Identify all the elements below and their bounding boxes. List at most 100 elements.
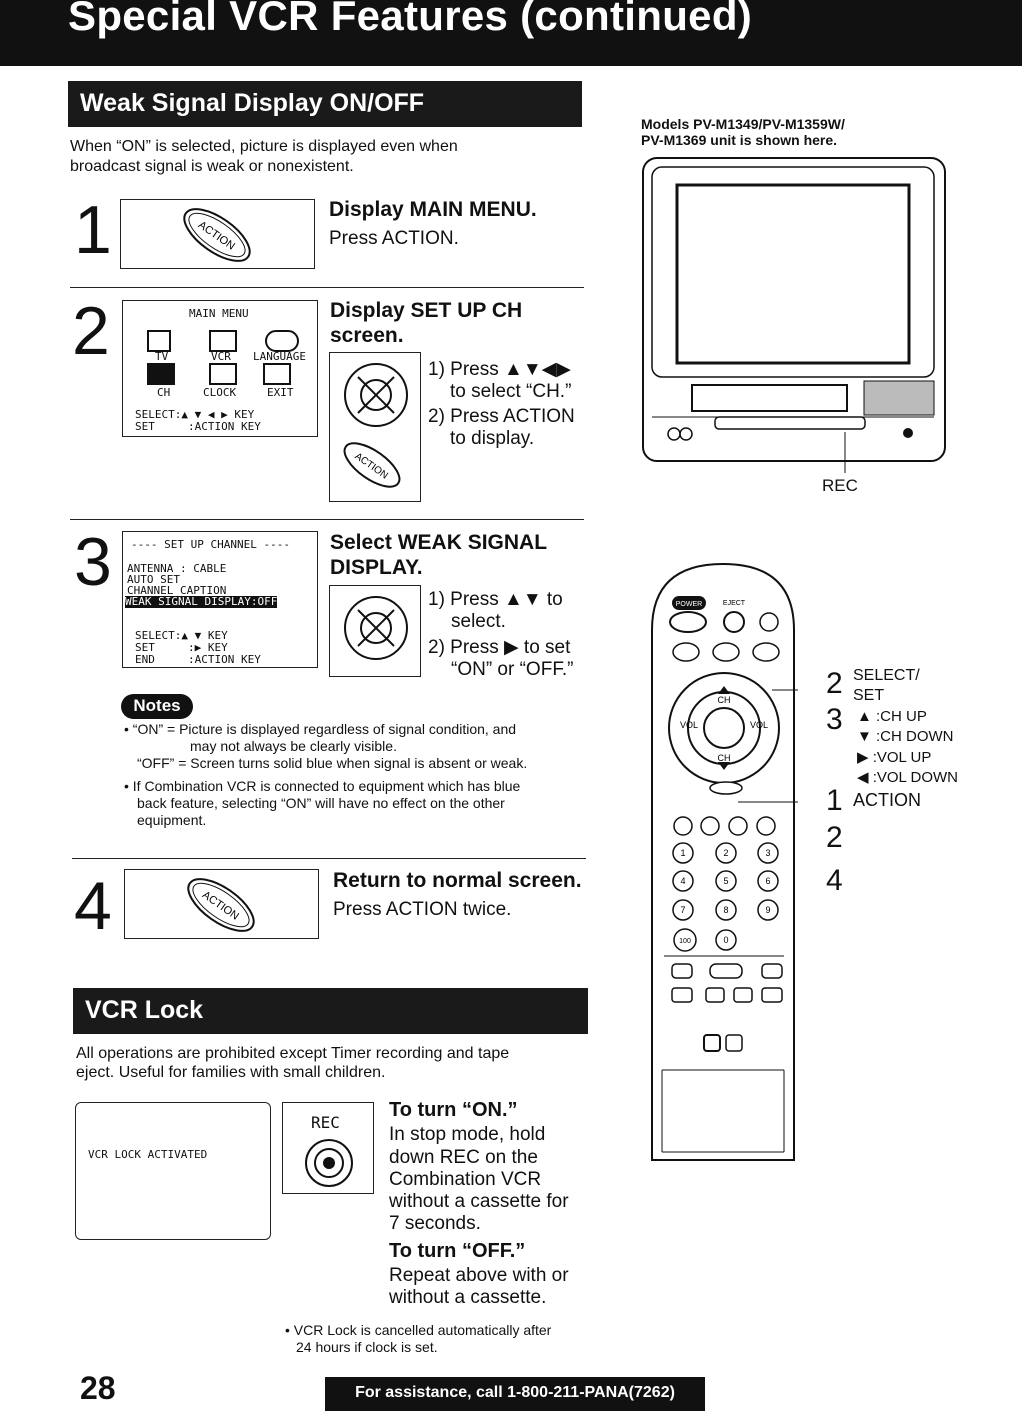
- section-heading-weak-signal: Weak Signal Display ON/OFF: [68, 81, 582, 127]
- callout-number: 3: [826, 703, 843, 736]
- digit-label: 0: [723, 935, 728, 945]
- setup-channel-osd: ---- SET UP CHANNEL ---- ANTENNA : CABLE…: [122, 531, 318, 668]
- osd-line: AUTO SET: [127, 573, 180, 586]
- ch-down-label: CH: [718, 753, 731, 763]
- osd-line: CHANNEL CAPTION: [127, 584, 227, 597]
- callout-label: ▼ :CH DOWN: [857, 728, 954, 745]
- callout-number: 1: [826, 784, 843, 817]
- digit-label: 100: [679, 938, 691, 945]
- eject-button-label: EJECT: [723, 600, 746, 607]
- main-menu-osd: MAIN MENU TV VCR LANGUAGE CH CLOCK EXIT …: [122, 300, 318, 437]
- callout-label: ▲ :CH UP: [857, 708, 927, 725]
- page-title: Special VCR Features (continued): [68, 0, 753, 39]
- instruction: 1) Press ▲▼◀▶: [428, 359, 571, 380]
- digit-label: 7: [680, 905, 685, 915]
- note-line: • VCR Lock is cancelled automatically af…: [285, 1322, 552, 1338]
- digit-label: 6: [765, 876, 770, 886]
- step-title: Display SET UP CH: [330, 299, 523, 322]
- callout-label: SELECT/: [853, 667, 920, 684]
- power-button-label: POWER: [676, 601, 702, 608]
- remote-buttons-illustration: ACTION: [329, 352, 421, 502]
- icon-label: LANGUAGE: [253, 350, 306, 363]
- turn-off-line: without a cassette.: [389, 1287, 547, 1308]
- action-icon: ACTION: [187, 878, 255, 932]
- step-title: Select WEAK SIGNAL: [330, 531, 548, 554]
- digit-label: 1: [680, 848, 685, 858]
- digit-label: 2: [723, 848, 728, 858]
- turn-on-line: without a cassette for: [389, 1191, 569, 1212]
- osd-title: ---- SET UP CHANNEL ----: [131, 538, 290, 551]
- figure-caption: PV-M1369 unit is shown here.: [641, 132, 838, 148]
- icon-label: EXIT: [267, 386, 294, 399]
- header-banner: [0, 0, 1022, 66]
- note-line: equipment.: [137, 812, 207, 828]
- action-icon: ACTION: [183, 208, 251, 262]
- ch-icon: [147, 363, 175, 385]
- action-button-illustration: ACTION: [120, 199, 315, 269]
- icon-label: CH: [157, 386, 171, 399]
- osd-line-highlighted: WEAK SIGNAL DISPLAY:OFF: [125, 595, 278, 608]
- clock-icon: [209, 363, 237, 385]
- callout-label: ◀ :VOL DOWN: [857, 769, 958, 786]
- osd-title: MAIN MENU: [189, 307, 249, 320]
- rec-callout: REC: [822, 476, 858, 495]
- divider: [70, 519, 584, 520]
- instruction: 2) Press ACTION: [428, 406, 575, 427]
- vcr-lock-osd: VCR LOCK ACTIVATED: [75, 1102, 271, 1240]
- step-number: 3: [74, 524, 112, 600]
- instruction: to select “CH.”: [450, 381, 572, 402]
- step-number: 2: [72, 293, 110, 369]
- turn-on-title: To turn “ON.”: [389, 1099, 518, 1121]
- tv-icon: [147, 330, 171, 352]
- osd-line: SET :▶ KEY: [135, 641, 228, 654]
- callout-label: ▶ :VOL UP: [857, 749, 932, 766]
- callout-number: 2: [826, 821, 843, 854]
- note-line: back feature, selecting “ON” will have n…: [137, 795, 505, 811]
- osd-line: VCR LOCK ACTIVATED: [88, 1148, 208, 1161]
- dpad-and-action-icon: ACTION: [343, 363, 408, 488]
- callout-label: SET: [853, 687, 885, 704]
- digit-label: 5: [723, 876, 728, 886]
- instruction: “ON” or “OFF.”: [451, 659, 574, 680]
- turn-on-line: Combination VCR: [389, 1169, 542, 1190]
- action-button-illustration: ACTION: [124, 869, 319, 939]
- turn-on-line: In stop mode, hold: [389, 1124, 546, 1145]
- vcr-icon: [209, 330, 237, 352]
- digit-label: 9: [765, 905, 770, 915]
- dpad-icon: [344, 596, 408, 660]
- digit-label: 3: [765, 848, 770, 858]
- callout-label: ACTION: [853, 790, 922, 810]
- assistance-banner: For assistance, call 1-800-211-PANA(7262…: [325, 1377, 705, 1411]
- step-subtitle: Press ACTION twice.: [333, 899, 512, 920]
- digit-label: 8: [723, 905, 728, 915]
- step-number: 4: [74, 868, 112, 944]
- instruction: 2) Press ▶ to set: [428, 637, 571, 658]
- step-number: 1: [74, 192, 112, 268]
- turn-off-title: To turn “OFF.”: [389, 1240, 526, 1262]
- page-number: 28: [80, 1370, 116, 1406]
- osd-select-line: SELECT:▲ ▼ ◀ ▶ KEY: [135, 408, 255, 421]
- step-title: screen.: [330, 324, 404, 347]
- vol-down-label: VOL: [680, 720, 698, 730]
- instruction: to display.: [450, 428, 535, 449]
- ch-up-label: CH: [718, 695, 731, 705]
- note-line: 24 hours if clock is set.: [296, 1339, 438, 1355]
- icon-label: TV: [155, 350, 169, 363]
- osd-set-line: SET :ACTION KEY: [135, 420, 261, 433]
- osd-line: ANTENNA : CABLE: [127, 562, 227, 575]
- digit-label: 4: [680, 876, 685, 886]
- icon-label: CLOCK: [203, 386, 237, 399]
- rec-button-illustration: REC: [282, 1102, 374, 1194]
- step-title: Display MAIN MENU.: [329, 198, 537, 221]
- turn-on-line: 7 seconds.: [389, 1213, 481, 1234]
- turn-off-line: Repeat above with or: [389, 1265, 569, 1286]
- intro-line: All operations are prohibited except Tim…: [76, 1045, 510, 1062]
- intro-line: broadcast signal is weak or nonexistent.: [70, 158, 354, 175]
- notes-badge: Notes: [121, 694, 193, 719]
- note-line: • “ON” = Picture is displayed regardless…: [124, 721, 517, 737]
- language-icon: [265, 330, 299, 352]
- vol-up-label: VOL: [750, 720, 768, 730]
- step-title: DISPLAY.: [330, 556, 423, 579]
- step-subtitle: Press ACTION.: [329, 228, 459, 249]
- figure-caption: Models PV-M1349/PV-M1359W/: [641, 116, 845, 132]
